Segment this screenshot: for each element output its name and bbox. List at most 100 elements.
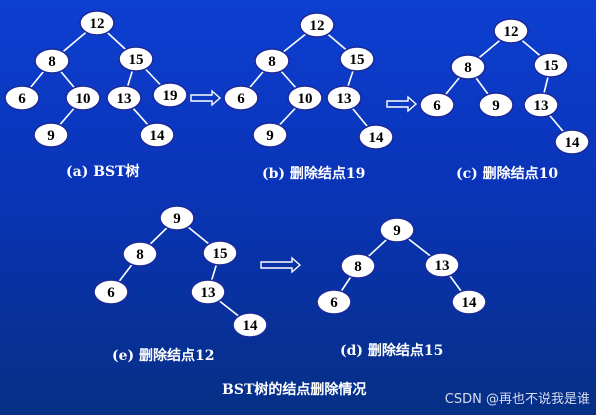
- node-label: 6: [330, 295, 338, 311]
- node-ellipse: [299, 12, 335, 38]
- node-label: 9: [47, 128, 55, 144]
- tree-b-node-9: 9: [252, 122, 288, 148]
- node-label: 13: [534, 98, 549, 114]
- tree-e-node-8: 8: [122, 241, 158, 267]
- node-ellipse: [65, 85, 101, 111]
- node-label: 12: [504, 24, 519, 40]
- node-label: 8: [354, 259, 362, 275]
- tree-d-node-14: 14: [451, 289, 487, 315]
- node-ellipse: [358, 124, 394, 150]
- tree-a-node-8: 8: [34, 48, 70, 74]
- tree-b-node-10: 10: [287, 85, 323, 111]
- arrow-b-to-c: [386, 95, 418, 113]
- tree-a-node-15: 15: [118, 46, 154, 72]
- tree-c-node-15: 15: [533, 52, 569, 78]
- node-label: 19: [163, 88, 178, 104]
- node-label: 14: [243, 318, 259, 334]
- node-label: 10: [298, 91, 313, 107]
- node-ellipse: [340, 253, 376, 279]
- node-label: 6: [433, 98, 441, 114]
- node-label: 6: [18, 91, 26, 107]
- tree-d-node-6: 6: [316, 289, 352, 315]
- tree-c-node-14: 14: [554, 129, 590, 155]
- caption-d: (d) 删除结点15: [340, 343, 444, 359]
- tree-e-node-14: 14: [232, 312, 268, 338]
- tree-a-node-10: 10: [65, 85, 101, 111]
- tree-b-node-12: 12: [299, 12, 335, 38]
- tree-e-node-6: 6: [93, 279, 129, 305]
- node-ellipse: [93, 279, 129, 305]
- node-label: 9: [266, 128, 274, 144]
- tree-a-node-13: 13: [106, 85, 142, 111]
- tree-e-node-9: 9: [159, 205, 195, 231]
- node-label: 8: [464, 60, 472, 76]
- node-ellipse: [379, 217, 415, 243]
- node-ellipse: [493, 18, 529, 44]
- node-label: 14: [150, 128, 166, 144]
- node-ellipse: [450, 54, 486, 80]
- node-ellipse: [316, 289, 352, 315]
- node-label: 15: [350, 52, 365, 68]
- node-ellipse: [79, 10, 115, 36]
- tree-b-node-14: 14: [358, 124, 394, 150]
- node-ellipse: [287, 85, 323, 111]
- node-label: 14: [462, 295, 478, 311]
- node-label: 15: [213, 246, 228, 262]
- node-ellipse: [106, 85, 142, 111]
- node-label: 9: [173, 211, 181, 227]
- node-label: 15: [544, 58, 559, 74]
- tree-b-node-6: 6: [223, 85, 259, 111]
- caption-e: (e) 删除结点12: [112, 348, 215, 364]
- tree-c-node-13: 13: [523, 92, 559, 118]
- arrow-e-to-d: [260, 256, 302, 274]
- node-label: 12: [90, 16, 105, 32]
- node-ellipse: [152, 82, 188, 108]
- node-ellipse: [159, 205, 195, 231]
- node-ellipse: [424, 252, 460, 278]
- tree-c-node-9: 9: [478, 92, 514, 118]
- node-ellipse: [451, 289, 487, 315]
- node-label: 8: [136, 247, 144, 263]
- node-ellipse: [254, 48, 290, 74]
- node-ellipse: [190, 279, 226, 305]
- caption-a: (a) BST树: [66, 164, 140, 180]
- tree-c-node-6: 6: [419, 92, 455, 118]
- node-ellipse: [34, 48, 70, 74]
- tree-e-node-13: 13: [190, 279, 226, 305]
- node-ellipse: [554, 129, 590, 155]
- node-label: 13: [201, 285, 216, 301]
- node-label: 13: [435, 258, 450, 274]
- tree-e-node-15: 15: [202, 240, 238, 266]
- node-ellipse: [533, 52, 569, 78]
- node-ellipse: [223, 85, 259, 111]
- node-ellipse: [122, 241, 158, 267]
- node-label: 8: [48, 54, 56, 70]
- arrow-a-to-b: [190, 89, 222, 107]
- caption-b: (b) 删除结点19: [262, 166, 366, 182]
- tree-b-node-13: 13: [326, 85, 362, 111]
- tree-a-node-6: 6: [4, 85, 40, 111]
- node-label: 8: [268, 54, 276, 70]
- node-ellipse: [252, 122, 288, 148]
- node-ellipse: [232, 312, 268, 338]
- node-label: 15: [129, 52, 144, 68]
- tree-d-node-13: 13: [424, 252, 460, 278]
- node-ellipse: [523, 92, 559, 118]
- node-ellipse: [33, 122, 69, 148]
- node-ellipse: [118, 46, 154, 72]
- tree-d-node-8: 8: [340, 253, 376, 279]
- node-label: 9: [393, 223, 401, 239]
- csdn-watermark: CSDN @再也不说我是谁: [444, 392, 590, 407]
- node-label: 14: [565, 135, 581, 151]
- figure-caption: BST树的结点删除情况: [222, 382, 367, 398]
- node-ellipse: [478, 92, 514, 118]
- node-ellipse: [202, 240, 238, 266]
- tree-a-node-9: 9: [33, 122, 69, 148]
- tree-b-node-8: 8: [254, 48, 290, 74]
- node-label: 14: [369, 130, 385, 146]
- node-label: 13: [117, 91, 132, 107]
- tree-a-node-12: 12: [79, 10, 115, 36]
- node-ellipse: [139, 122, 175, 148]
